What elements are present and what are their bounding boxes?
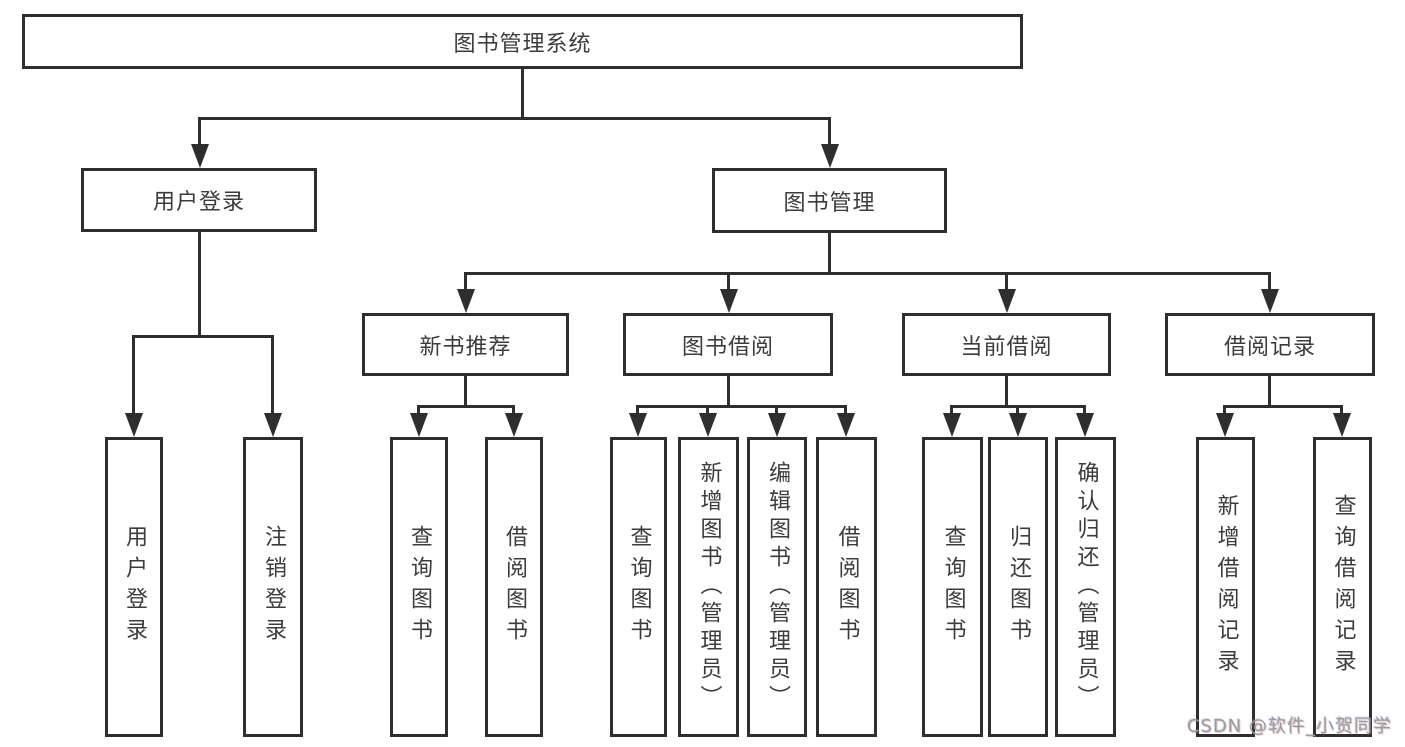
leaf-borrow-books: 借阅图书: [816, 437, 877, 737]
arrow-down-to-rec-borrow: [512, 406, 515, 413]
arrow-down-to-cur-query: [950, 406, 953, 413]
leaf-query-borrow-record: 查询借阅记录: [1313, 437, 1372, 737]
arrow-down-to-borrow-do: [844, 406, 847, 413]
arrow-down-to-leaf-user-login: [132, 336, 135, 413]
arrow-down-to-record-query: [1340, 406, 1343, 413]
leaf-query-books-current: 查询图书: [922, 437, 983, 737]
stem-user-login: [198, 232, 201, 336]
bus-borrow-children: [636, 405, 847, 408]
arrow-down-to-borrow-records: [1268, 273, 1271, 289]
stem-new-book-recommend: [464, 376, 467, 406]
arrow-down-to-borrow-add: [706, 406, 709, 413]
bus-login-children: [132, 335, 274, 338]
bus-mgmt-children: [464, 272, 1271, 275]
arrow-down-to-borrow-edit: [775, 406, 778, 413]
stem-current-borrow: [1005, 376, 1008, 406]
arrow-down-to-user-login: [198, 118, 201, 144]
node-book-management: 图书管理: [712, 168, 947, 233]
arrow-down-to-book-borrow: [727, 273, 730, 289]
node-borrow-records: 借阅记录: [1165, 313, 1375, 376]
stem-book-borrow: [727, 376, 730, 406]
arrow-down-to-leaf-logout: [271, 336, 274, 413]
node-library-management-system: 图书管理系统: [22, 14, 1023, 69]
arrow-down-to-book-management: [828, 118, 831, 144]
node-new-book-recommend: 新书推荐: [362, 313, 569, 376]
arrow-down-to-rec-query: [417, 406, 420, 413]
arrow-down-to-current-borrow: [1005, 273, 1008, 289]
arrow-down-to-borrow-query: [636, 406, 639, 413]
bus-rec-children: [417, 405, 515, 408]
stem-book-management: [828, 233, 831, 273]
leaf-user-login: 用户登录: [105, 437, 163, 737]
node-book-borrow: 图书借阅: [623, 313, 833, 376]
leaf-edit-books-admin: 编辑图书（管理员）: [747, 437, 807, 737]
stem-borrow-records: [1268, 376, 1271, 406]
leaf-return-books: 归还图书: [988, 437, 1048, 737]
leaf-logout: 注销登录: [243, 437, 303, 737]
node-user-login: 用户登录: [81, 168, 317, 232]
leaf-query-books-borrow: 查询图书: [610, 437, 667, 737]
bus-root-children: [198, 117, 831, 120]
leaf-query-books-recommend: 查询图书: [390, 437, 448, 737]
stem-root: [521, 69, 524, 118]
leaf-add-borrow-record: 新增借阅记录: [1196, 437, 1255, 737]
bus-record-children: [1223, 405, 1343, 408]
arrow-down-to-record-add: [1223, 406, 1226, 413]
leaf-confirm-return-admin: 确认归还（管理员）: [1055, 437, 1116, 737]
leaf-borrow-books-recommend: 借阅图书: [485, 437, 543, 737]
arrow-down-to-cur-confirm: [1083, 406, 1086, 413]
leaf-add-books-admin: 新增图书（管理员）: [678, 437, 739, 737]
arrow-down-to-new-book-recommend: [464, 273, 467, 289]
node-current-borrow: 当前借阅: [902, 313, 1111, 376]
csdn-watermark: CSDN @软件_小贺同学: [1186, 716, 1392, 737]
arrow-down-to-cur-return: [1016, 406, 1019, 413]
